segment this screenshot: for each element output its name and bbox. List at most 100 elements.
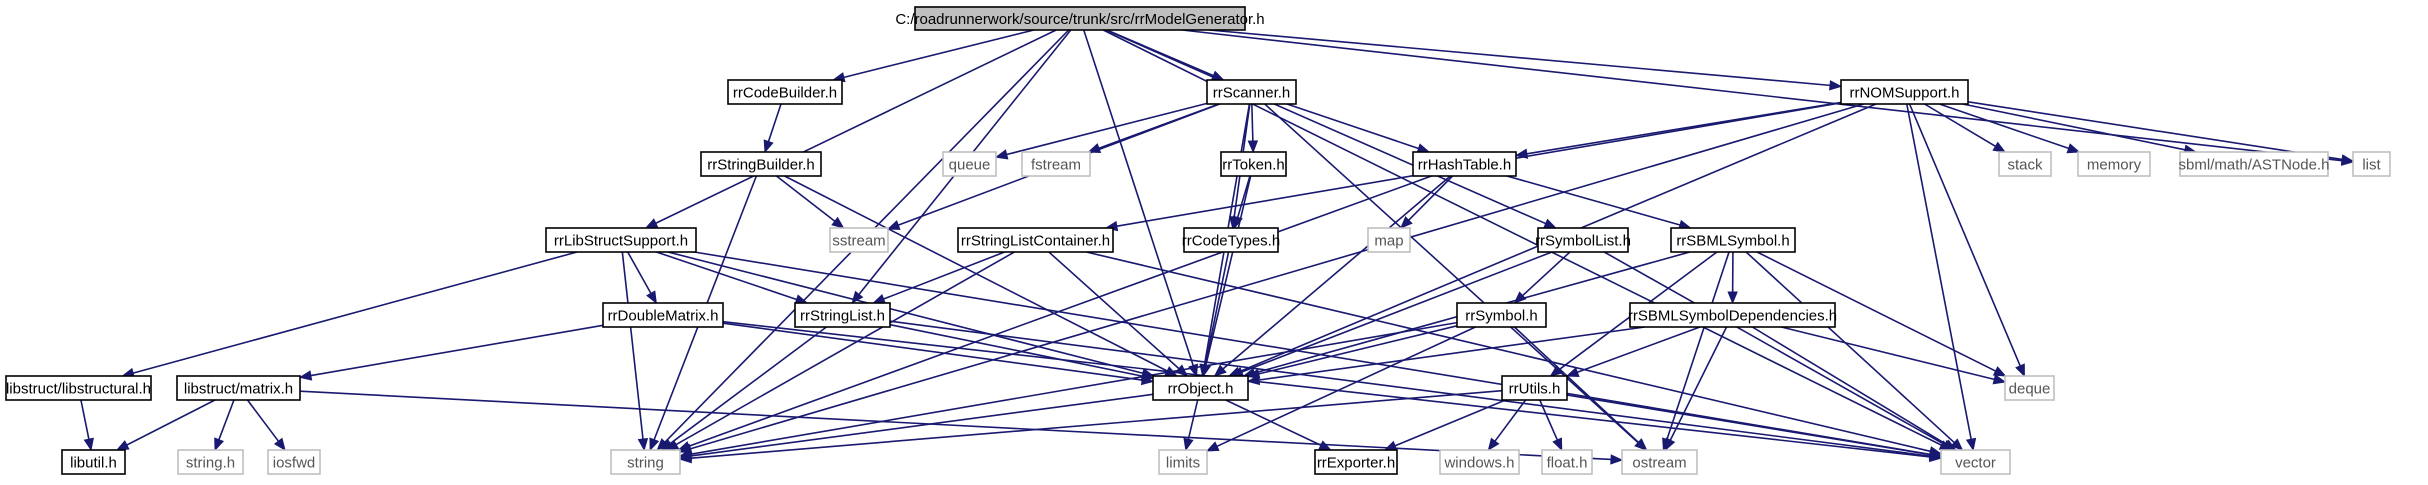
node-vector: vector — [1940, 449, 2011, 475]
node-deque: deque — [2004, 375, 2055, 401]
edge-libstructsupport-to-libstructural — [132, 251, 578, 374]
arrowhead-stringbuilder-to-sstream — [831, 216, 845, 229]
node-box — [794, 302, 891, 328]
node-rrsbmlsymbol-h[interactable]: rrSBMLSymbol.h — [1670, 227, 1796, 253]
node-rrexporter-h[interactable]: rrExporter.h — [1314, 449, 1398, 475]
node-rrlibstructsupport-h[interactable]: rrLibStructSupport.h — [545, 227, 697, 253]
node-box — [957, 227, 1114, 253]
arrowhead-scanner-to-token — [1247, 140, 1259, 154]
edge-scanner-to-hashtable — [1286, 103, 1419, 150]
edge-token-to-codetypes — [1236, 175, 1251, 218]
edges-layer — [80, 29, 2355, 465]
node-rrtoken-h[interactable]: rrToken.h — [1220, 151, 1287, 177]
arrowhead-sbmlsymbol-to-sbmlsymboldeps — [1727, 291, 1738, 305]
node-c-roadrunnerwork-source-trunk-src-rrmodelgenerator-h[interactable]: C:/roadrunnerwork/source/trunk/src/rrMod… — [895, 6, 1265, 31]
node-label: fstream — [1031, 157, 1081, 174]
edge-codetypes-to-object — [1204, 251, 1230, 366]
node-box — [1412, 151, 1517, 177]
node-label: rrSymbolList.h — [1535, 233, 1631, 250]
arrowhead-utils-to-windowsh — [1487, 437, 1500, 452]
edge-root-to-list — [1181, 29, 2343, 162]
arrowhead-libstructural-to-libutil — [83, 437, 94, 452]
edge-codebuilder-to-stringbuilder — [767, 103, 782, 142]
edge-matrix-to-stringh — [218, 399, 235, 440]
node-box — [942, 151, 997, 177]
node-box — [1314, 449, 1398, 475]
arrowhead-utils-to-exporter — [1383, 440, 1398, 451]
node-queue: queue — [942, 151, 997, 177]
edge-sbmlsymbol-to-deque — [1756, 251, 1996, 372]
node-libstruct-matrix-h[interactable]: libstruct/matrix.h — [176, 375, 301, 401]
node-box — [1541, 449, 1593, 475]
node-rrcodebuilder-h[interactable]: rrCodeBuilder.h — [727, 79, 843, 105]
arrowhead-root-to-nomsupport — [1829, 80, 1843, 91]
node-rrdoublematrix-h[interactable]: rrDoubleMatrix.h — [602, 302, 724, 328]
node-box — [1021, 151, 1091, 177]
arrowhead-nomsupport-to-memory — [2066, 143, 2081, 154]
node-rrobject-h[interactable]: rrObject.h — [1152, 375, 1249, 401]
node-rrnomsupport-h[interactable]: rrNOMSupport.h — [1840, 79, 1969, 105]
arrowhead-scanner-to-queue — [994, 149, 1009, 160]
arrowhead-root-to-symbollist — [1543, 218, 1557, 229]
node-rrhashtable-h[interactable]: rrHashTable.h — [1412, 151, 1517, 177]
node-box — [1183, 227, 1279, 253]
edge-stringlistcontainer-to-object — [1048, 251, 1180, 370]
node-rrstringlistcontainer-h[interactable]: rrStringListContainer.h — [957, 227, 1114, 253]
node-fstream: fstream — [1021, 151, 1091, 177]
node-sstream: sstream — [829, 227, 889, 253]
arrowhead-nomsupport-to-list — [2340, 154, 2355, 165]
edge-libstructsupport-to-object — [667, 251, 1144, 375]
arrowhead-nomsupport-to-deque — [2015, 363, 2025, 378]
edge-libstructsupport-to-doublematrix — [627, 251, 652, 294]
node-iosfwd: iosfwd — [267, 449, 321, 475]
edge-libstructural-to-libutil — [80, 399, 90, 440]
arrowhead-utils-to-vector — [1928, 449, 1943, 460]
node-box — [176, 375, 301, 401]
node-box — [2077, 151, 2151, 177]
node-libutil-h[interactable]: libutil.h — [61, 449, 126, 475]
arrowhead-hashtable-to-string — [677, 441, 692, 451]
edge-utils-to-string — [690, 389, 1503, 460]
node-rrsbmlsymboldependencies-h[interactable]: rrSBMLSymbolDependencies.h — [1628, 302, 1837, 328]
node-rrscanner-h[interactable]: rrScanner.h — [1206, 79, 1297, 105]
node-rrsymbollist-h[interactable]: rrSymbolList.h — [1535, 227, 1631, 253]
node-label: list — [2362, 157, 2381, 174]
edge-nomsupport-to-memory — [1939, 103, 2069, 150]
arrowhead-utils-to-string — [678, 452, 692, 464]
node-box — [1621, 449, 1698, 475]
node-box — [1158, 449, 1208, 475]
node-box — [1367, 227, 1411, 253]
node-label: rrUtils.h — [1509, 381, 1561, 398]
node-libstruct-libstructural-h[interactable]: libstruct/libstructural.h — [5, 375, 152, 401]
edge-sbmlsymboldeps-to-ostream — [1669, 326, 1728, 441]
edge-libstructsupport-to-stringlist — [656, 251, 797, 301]
arrowhead-nomsupport-to-vector — [1965, 437, 1977, 452]
node-label: rrCodeBuilder.h — [733, 85, 837, 102]
node-label: rrSymbol.h — [1465, 308, 1538, 325]
node-rrutils-h[interactable]: rrUtils.h — [1501, 375, 1568, 401]
arrowhead-sbmlsymboldeps-to-utils — [1565, 367, 1580, 377]
node-box — [5, 375, 152, 401]
node-box — [1629, 302, 1836, 328]
arrowhead-sbmlsymboldeps-to-vector — [1943, 439, 1957, 451]
node-box — [1940, 449, 2011, 475]
edge-symbol-to-limits — [1216, 326, 1476, 448]
node-rrcodetypes-h[interactable]: rrCodeTypes.h — [1182, 227, 1280, 253]
node-rrsymbol-h[interactable]: rrSymbol.h — [1456, 302, 1547, 328]
node-rrstringlist-h[interactable]: rrStringList.h — [794, 302, 891, 328]
node-rrstringbuilder-h[interactable]: rrStringBuilder.h — [700, 151, 822, 177]
arrowhead-matrix-to-libutil — [115, 440, 130, 451]
arrowhead-object-to-exporter — [1318, 440, 1332, 451]
node-ostream: ostream — [1621, 449, 1698, 475]
node-box — [829, 227, 889, 253]
edge-doublematrix-to-object — [722, 322, 1143, 381]
edge-utils-to-windowsh — [1494, 399, 1527, 442]
node-label: rrObject.h — [1168, 381, 1234, 398]
arrowhead-utils-to-floath — [1552, 437, 1563, 452]
node-label: rrCodeTypes.h — [1182, 233, 1280, 250]
edge-nomsupport-to-vector — [1906, 103, 1972, 440]
edge-matrix-to-iosfwd — [246, 399, 280, 442]
node-list: list — [2352, 151, 2391, 177]
node-box — [602, 302, 724, 328]
